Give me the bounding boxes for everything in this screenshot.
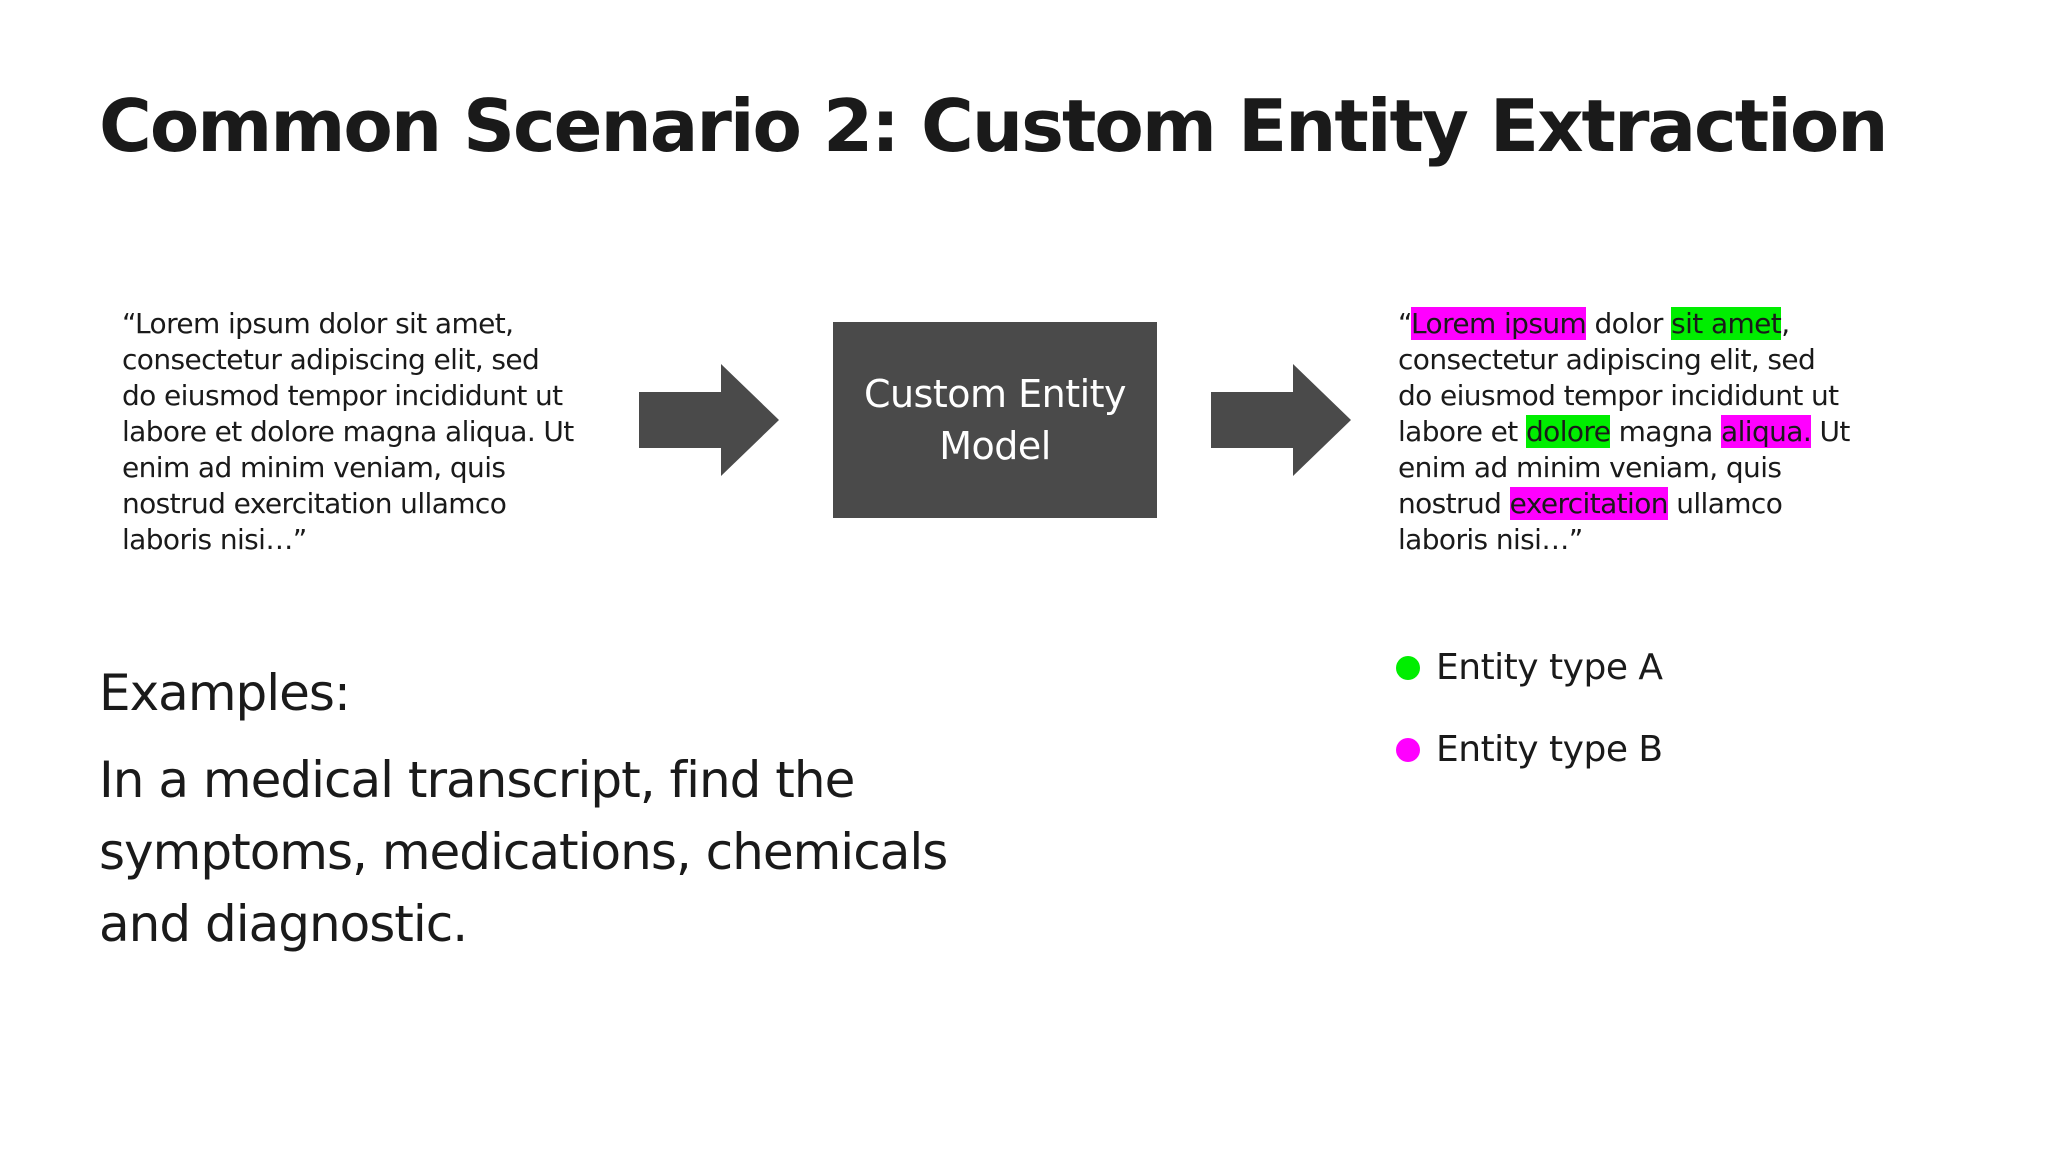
- entity-highlight-b: Lorem ipsum: [1411, 307, 1587, 340]
- output-text-segment: dolor: [1586, 307, 1672, 340]
- entity-highlight-b: exercitation: [1509, 487, 1668, 520]
- arrow-shape: [1211, 364, 1351, 476]
- arrow-right-icon: [1211, 364, 1351, 476]
- examples-body: In a medical transcript, find the sympto…: [99, 751, 948, 953]
- legend-label: Entity type B: [1436, 729, 1663, 770]
- output-text-segment: labore et: [1398, 415, 1526, 448]
- legend-item-entity-a: Entity type A: [1396, 640, 1663, 696]
- magenta-dot-icon: [1396, 738, 1420, 762]
- entity-highlight-a: sit amet: [1671, 307, 1782, 340]
- entity-highlight-a: dolore: [1525, 415, 1611, 448]
- output-text-segment: ullamco: [1667, 487, 1783, 520]
- output-text: “Lorem ipsum dolor sit amet,consectetur …: [1398, 306, 1868, 558]
- output-text-segment: do eiusmod tempor incididunt ut: [1398, 379, 1839, 412]
- output-text-segment: Ut: [1811, 415, 1850, 448]
- model-label: Custom Entity Model: [863, 372, 1127, 468]
- arrow-right-icon: [639, 364, 779, 476]
- legend-item-entity-b: Entity type B: [1396, 722, 1663, 778]
- output-text-segment: magna: [1610, 415, 1722, 448]
- arrow-shape: [639, 364, 779, 476]
- green-dot-icon: [1396, 656, 1420, 680]
- output-text-segment: laboris nisi…”: [1398, 523, 1583, 556]
- entity-highlight-b: aliqua.: [1721, 415, 1812, 448]
- legend-label: Entity type A: [1436, 647, 1663, 688]
- output-text-segment: ,: [1781, 307, 1790, 340]
- output-text-segment: “: [1398, 307, 1412, 340]
- legend: Entity type A Entity type B: [1396, 640, 1663, 804]
- input-text: “Lorem ipsum dolor sit amet, consectetur…: [122, 307, 574, 556]
- output-text-segment: enim ad minim veniam, quis: [1398, 451, 1782, 484]
- examples-heading: Examples:: [99, 664, 351, 722]
- slide-title: Common Scenario 2: Custom Entity Extract…: [99, 84, 1889, 168]
- custom-entity-model-box: Custom Entity Model: [833, 322, 1157, 518]
- output-text-segment: consectetur adipiscing elit, sed: [1398, 343, 1816, 376]
- output-text-segment: nostrud: [1398, 487, 1510, 520]
